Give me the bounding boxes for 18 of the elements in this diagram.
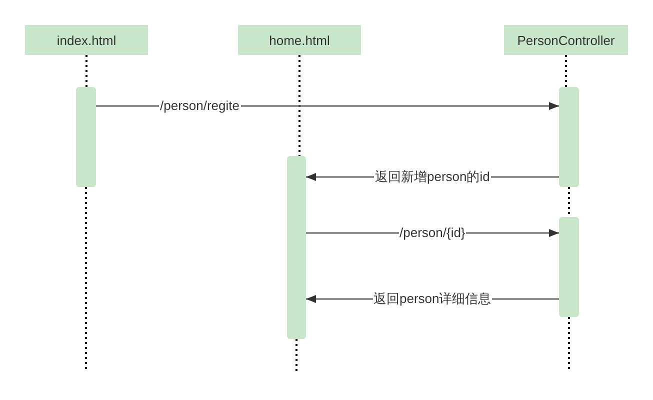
- lifeline: [86, 55, 88, 87]
- activation-bar: [559, 217, 579, 317]
- edge-label: /person/{id}: [398, 225, 466, 240]
- activation-bar: [76, 87, 96, 187]
- lifeline: [85, 187, 87, 372]
- lifeline: [568, 317, 570, 372]
- lifeline: [568, 187, 570, 217]
- activation-bar: [287, 156, 306, 339]
- edge-label: 返回person详细信息: [372, 291, 492, 306]
- participant-box: home.html: [238, 25, 361, 55]
- edge-label: 返回新增person的id: [374, 169, 491, 184]
- activation-bar: [559, 87, 579, 187]
- lifeline: [296, 339, 298, 372]
- participant-box: index.html: [25, 25, 148, 55]
- lifeline: [565, 55, 567, 87]
- edge-label: /person/regite: [159, 98, 240, 113]
- participant-box: PersonController: [504, 25, 628, 55]
- lifeline: [298, 55, 300, 156]
